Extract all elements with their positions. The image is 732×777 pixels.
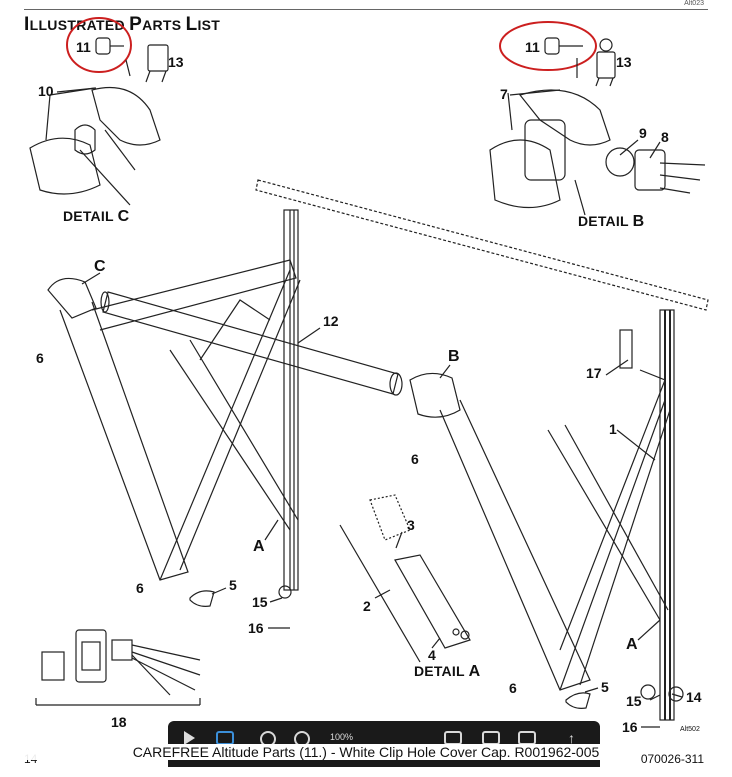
callout-5-right: 5 [601,679,609,695]
clip-part-icon-left [95,37,111,55]
top-rule [24,9,708,10]
detail-a-assembly [339,494,471,663]
callout-a-right: A [626,636,638,653]
print-icon[interactable] [518,731,536,745]
left-vertical-rail [283,209,299,591]
callout-18: 18 [111,714,127,730]
callout-a-left: A [253,538,265,555]
right-arm-assembly [439,369,671,691]
callout-1: 1 [609,421,617,437]
callout-13-right: 13 [616,54,632,70]
detail-a-label: DETAIL A [414,663,481,680]
callout-11-left: 11 [76,39,91,55]
callout-7: 7 [500,86,508,102]
document-number: 070026-311 [640,752,704,766]
callout-6-bottom-right: 6 [509,680,517,696]
detail-c-label: DETAIL C [63,208,130,225]
callout-5-left: 5 [229,577,237,593]
callout-14: 14 [686,689,702,705]
callout-8: 8 [661,129,669,145]
fit-page-icon[interactable] [444,731,462,745]
callout-12: 12 [323,313,339,329]
callout-15-right: 15 [626,693,642,709]
callout-13-left: 13 [168,54,184,70]
callout-c: C [94,258,106,275]
callout-9: 9 [639,125,647,141]
detail-b-assembly [489,89,706,216]
share-icon[interactable]: ↑ [568,730,575,746]
callout-15-left: 15 [252,594,268,610]
detail-c-assembly [29,86,161,206]
bracket-part-13-right [576,38,616,87]
callout-b: B [448,348,460,365]
callout-4: 4 [428,647,436,663]
bracket-part-13-left [125,44,169,83]
wall-rail [255,179,709,311]
callout-2: 2 [363,598,371,614]
corner-code: Alt023 [684,0,704,7]
right-vertical-rail [659,309,675,721]
callout-6-bottom-left: 6 [136,580,144,596]
download-icon[interactable] [482,731,500,745]
callout-3: 3 [407,517,415,533]
highlight-circle-right [499,21,597,71]
select-tool-icon[interactable] [184,731,195,745]
part-17-strip [619,329,633,369]
callout-17: 17 [586,365,602,381]
callout-16-left: 16 [248,620,264,636]
callout-10: 10 [38,83,54,99]
hand-tool-icon[interactable] [216,731,234,745]
clip-part-icon-right [544,37,560,55]
alt-code: Alt502 [680,726,700,733]
callout-16-right: 16 [622,719,638,735]
callout-6-mid: 6 [411,451,419,467]
switch-box-assembly [35,629,201,706]
detail-b-label: DETAIL B [578,213,645,230]
roller-tube [100,291,403,396]
end-cap-b [409,372,461,418]
left-arm-assembly [47,259,301,581]
highlight-circle-left [66,17,132,73]
zoom-level[interactable]: 100% [330,732,354,742]
callout-6-left: 6 [36,350,44,366]
image-caption: CAREFREE Altitude Parts (11.) - White Cl… [0,744,732,760]
callout-11-right: 11 [525,39,540,55]
